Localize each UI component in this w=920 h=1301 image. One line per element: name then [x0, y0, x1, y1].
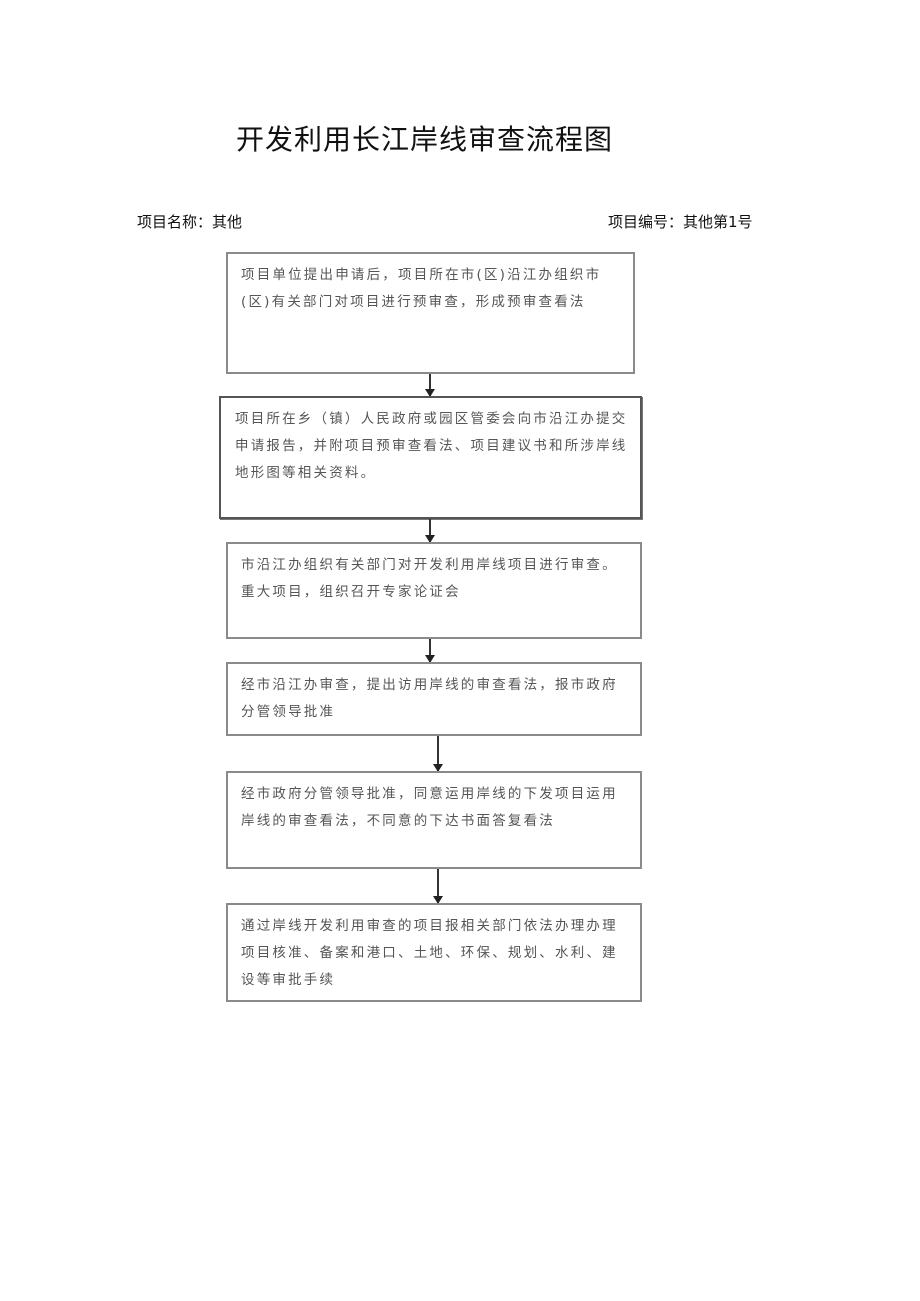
- flow-step-6: 通过岸线开发利用审查的项目报相关部门依法办理办理项目核准、备案和港口、土地、环保…: [226, 903, 642, 1002]
- flow-step-2: 项目所在乡（镇）人民政府或园区管委会向市沿江办提交申请报告，并附项目预审查看法、…: [219, 396, 642, 519]
- flow-step-text: 经市沿江办审查，提出访用岸线的审查看法，报市政府分管领导批准: [241, 677, 618, 720]
- arrow-down-icon: [425, 374, 435, 397]
- arrow-down-icon: [433, 736, 443, 772]
- flow-step-3: 市沿江办组织有关部门对开发利用岸线项目进行审查。重大项目，组织召开专家论证会: [226, 542, 642, 639]
- flow-step-text: 项目单位提出申请后，项目所在市(区)沿江办组织市(区)有关部门对项目进行预审查，…: [241, 267, 602, 310]
- page-title: 开发利用长江岸线审查流程图: [236, 123, 614, 156]
- arrow-down-icon: [433, 869, 443, 904]
- arrow-down-icon: [425, 519, 435, 543]
- flow-step-text: 通过岸线开发利用审查的项目报相关部门依法办理办理项目核准、备案和港口、土地、环保…: [241, 918, 618, 988]
- flow-step-text: 项目所在乡（镇）人民政府或园区管委会向市沿江办提交申请报告，并附项目预审查看法、…: [235, 411, 628, 481]
- flow-step-text: 市沿江办组织有关部门对开发利用岸线项目进行审查。重大项目，组织召开专家论证会: [241, 557, 618, 600]
- arrow-down-icon: [425, 639, 435, 663]
- flow-step-5: 经市政府分管领导批准，同意运用岸线的下发项目运用岸线的审查看法，不同意的下达书面…: [226, 771, 642, 869]
- flow-step-1: 项目单位提出申请后，项目所在市(区)沿江办组织市(区)有关部门对项目进行预审查，…: [226, 252, 635, 374]
- project-number: 项目编号：其他第1号: [608, 213, 753, 231]
- flow-step-4: 经市沿江办审查，提出访用岸线的审查看法，报市政府分管领导批准: [226, 662, 642, 736]
- project-name: 项目名称：其他: [137, 213, 243, 231]
- flow-step-text: 经市政府分管领导批准，同意运用岸线的下发项目运用岸线的审查看法，不同意的下达书面…: [241, 786, 618, 829]
